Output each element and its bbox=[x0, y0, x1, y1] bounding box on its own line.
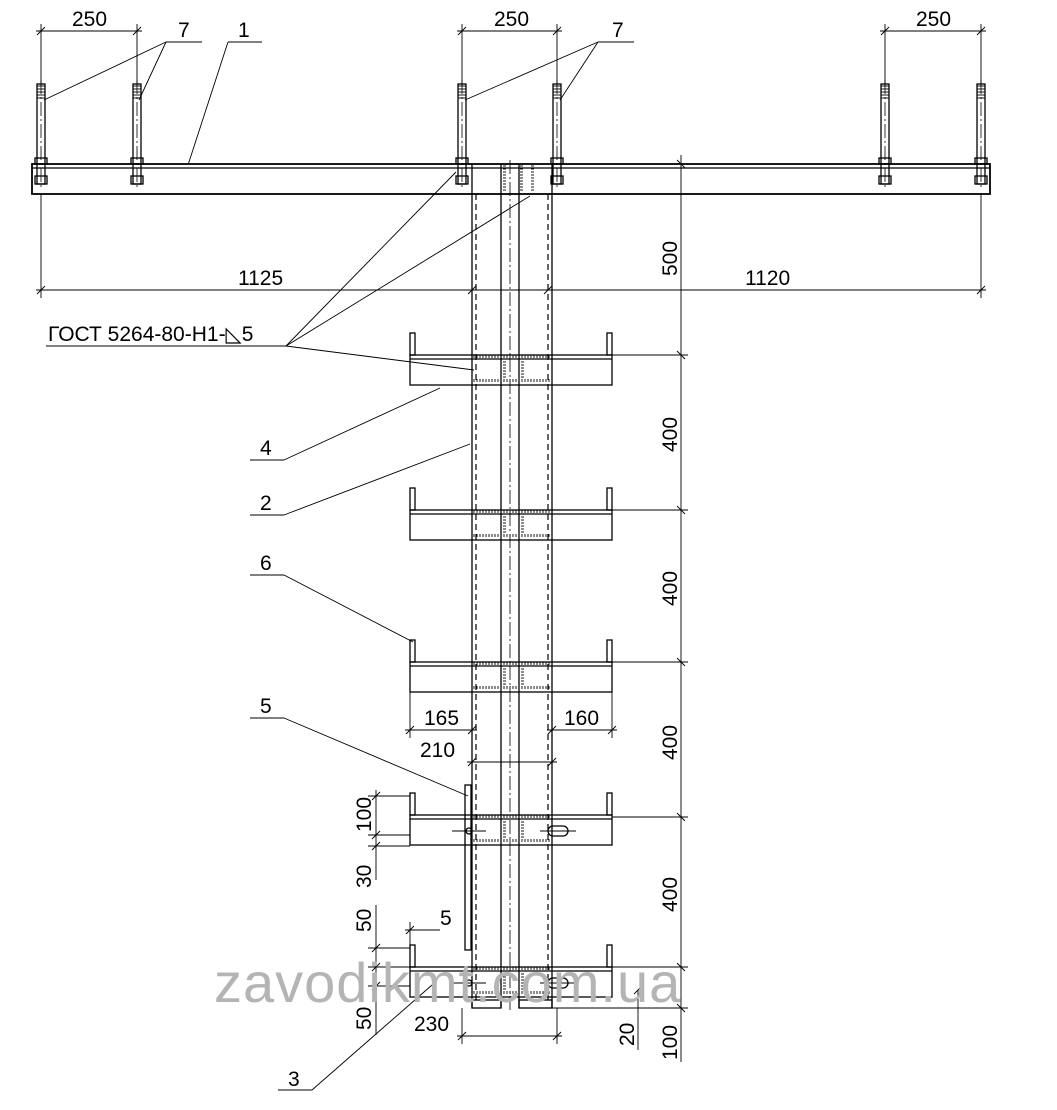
callout-6: 6 bbox=[260, 552, 272, 575]
callout-3: 3 bbox=[288, 1068, 300, 1091]
dim-250-left: 250 bbox=[72, 8, 107, 31]
dim-210: 210 bbox=[420, 739, 455, 762]
bolt bbox=[550, 80, 564, 190]
dim-30: 30 bbox=[353, 865, 376, 888]
dim-100-right: 100 bbox=[659, 1025, 682, 1060]
top-beam bbox=[31, 163, 991, 195]
dim-250-right: 250 bbox=[916, 8, 951, 31]
dim-1120: 1120 bbox=[745, 267, 790, 290]
dim-250-mid: 250 bbox=[494, 8, 529, 31]
callout-5-small: 5 bbox=[440, 907, 452, 930]
dim-50-lower: 50 bbox=[353, 1007, 376, 1030]
leader-lines bbox=[43, 41, 634, 1091]
watermark: zavodikmt.com.ua bbox=[214, 951, 681, 1014]
bolt bbox=[130, 80, 144, 190]
dimension-lines bbox=[36, 24, 986, 1062]
callout-2: 2 bbox=[260, 492, 272, 515]
anchor-bolts bbox=[34, 80, 988, 190]
vertical-post bbox=[471, 160, 553, 1012]
dim-400-1: 400 bbox=[659, 417, 682, 452]
dim-165: 165 bbox=[424, 707, 459, 730]
dim-160: 160 bbox=[564, 707, 599, 730]
bracket bbox=[409, 487, 613, 541]
bracket bbox=[409, 639, 613, 693]
weld-marks bbox=[503, 165, 534, 191]
bolt bbox=[878, 80, 892, 190]
bolt bbox=[455, 80, 469, 190]
bracket bbox=[409, 792, 613, 846]
callout-7-left: 7 bbox=[178, 19, 190, 42]
callout-7-mid: 7 bbox=[612, 19, 624, 42]
dim-20: 20 bbox=[616, 1023, 639, 1046]
dim-230: 230 bbox=[414, 1013, 449, 1036]
dim-400-2: 400 bbox=[659, 571, 682, 606]
weld-note: ГОСТ 5264-80-Н1-◺5 bbox=[48, 323, 253, 346]
dim-500: 500 bbox=[659, 241, 682, 276]
bolt bbox=[974, 80, 988, 190]
plate-5 bbox=[464, 784, 472, 951]
callout-4: 4 bbox=[260, 437, 272, 460]
dim-400-4: 400 bbox=[659, 877, 682, 912]
dim-50-upper: 50 bbox=[353, 909, 376, 932]
callout-5: 5 bbox=[260, 695, 272, 718]
bracket bbox=[409, 944, 613, 998]
bracket bbox=[409, 332, 613, 386]
dim-1125: 1125 bbox=[238, 267, 283, 290]
callout-1: 1 bbox=[238, 19, 250, 42]
labels: 250 250 250 7 1 7 1125 1120 ГОСТ 5264-80… bbox=[48, 8, 951, 1091]
dim-100-left: 100 bbox=[353, 797, 376, 832]
dim-400-3: 400 bbox=[659, 725, 682, 760]
brackets bbox=[409, 332, 613, 998]
bolt bbox=[34, 80, 48, 190]
